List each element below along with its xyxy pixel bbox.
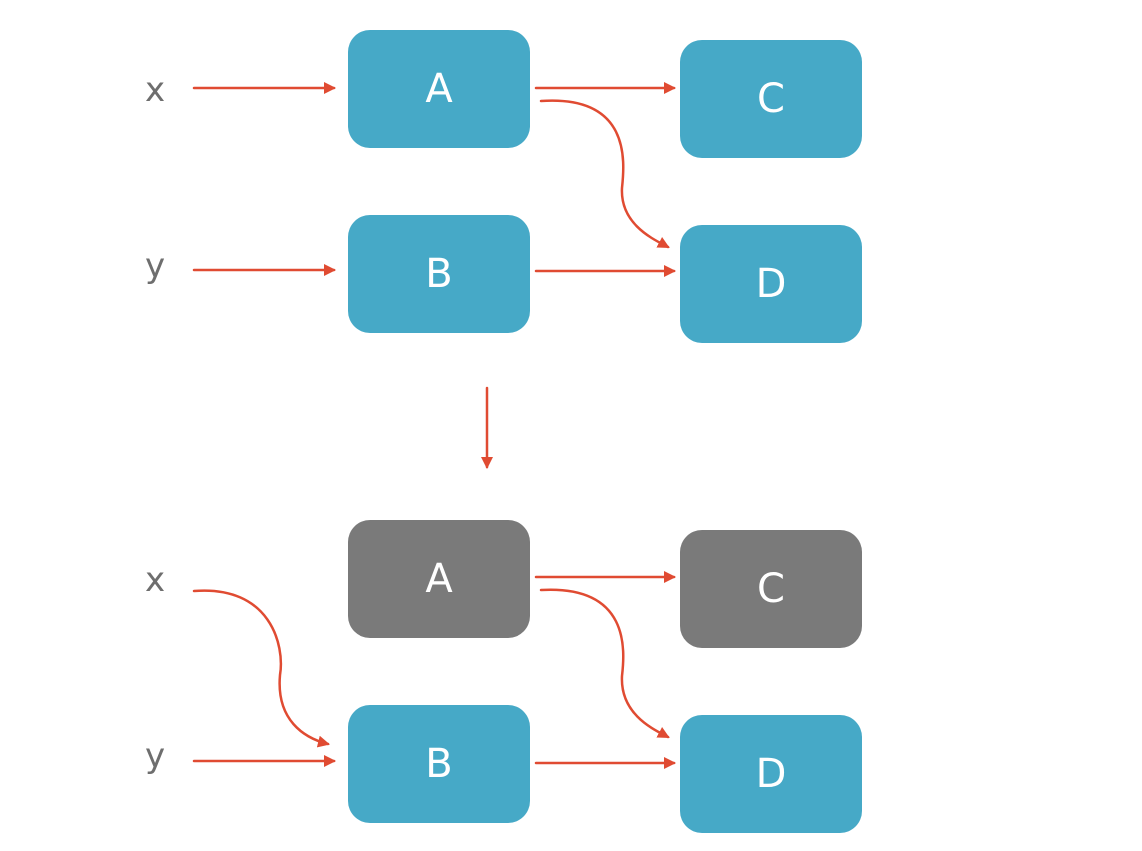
node-a[interactable]: A	[348, 30, 530, 148]
bottom-graph: x y A B C D	[0, 490, 1142, 835]
node-c[interactable]: C	[680, 40, 862, 158]
input-label-x: x	[144, 560, 166, 600]
node-d[interactable]: D	[680, 715, 862, 833]
node-b[interactable]: B	[348, 215, 530, 333]
input-label-y: y	[144, 736, 166, 776]
input-label-x: x	[144, 70, 166, 110]
top-graph: x y A B C D	[0, 0, 1142, 345]
node-b[interactable]: B	[348, 705, 530, 823]
node-d[interactable]: D	[680, 225, 862, 343]
input-label-y: y	[144, 246, 166, 286]
node-a[interactable]: A	[348, 520, 530, 638]
node-c[interactable]: C	[680, 530, 862, 648]
